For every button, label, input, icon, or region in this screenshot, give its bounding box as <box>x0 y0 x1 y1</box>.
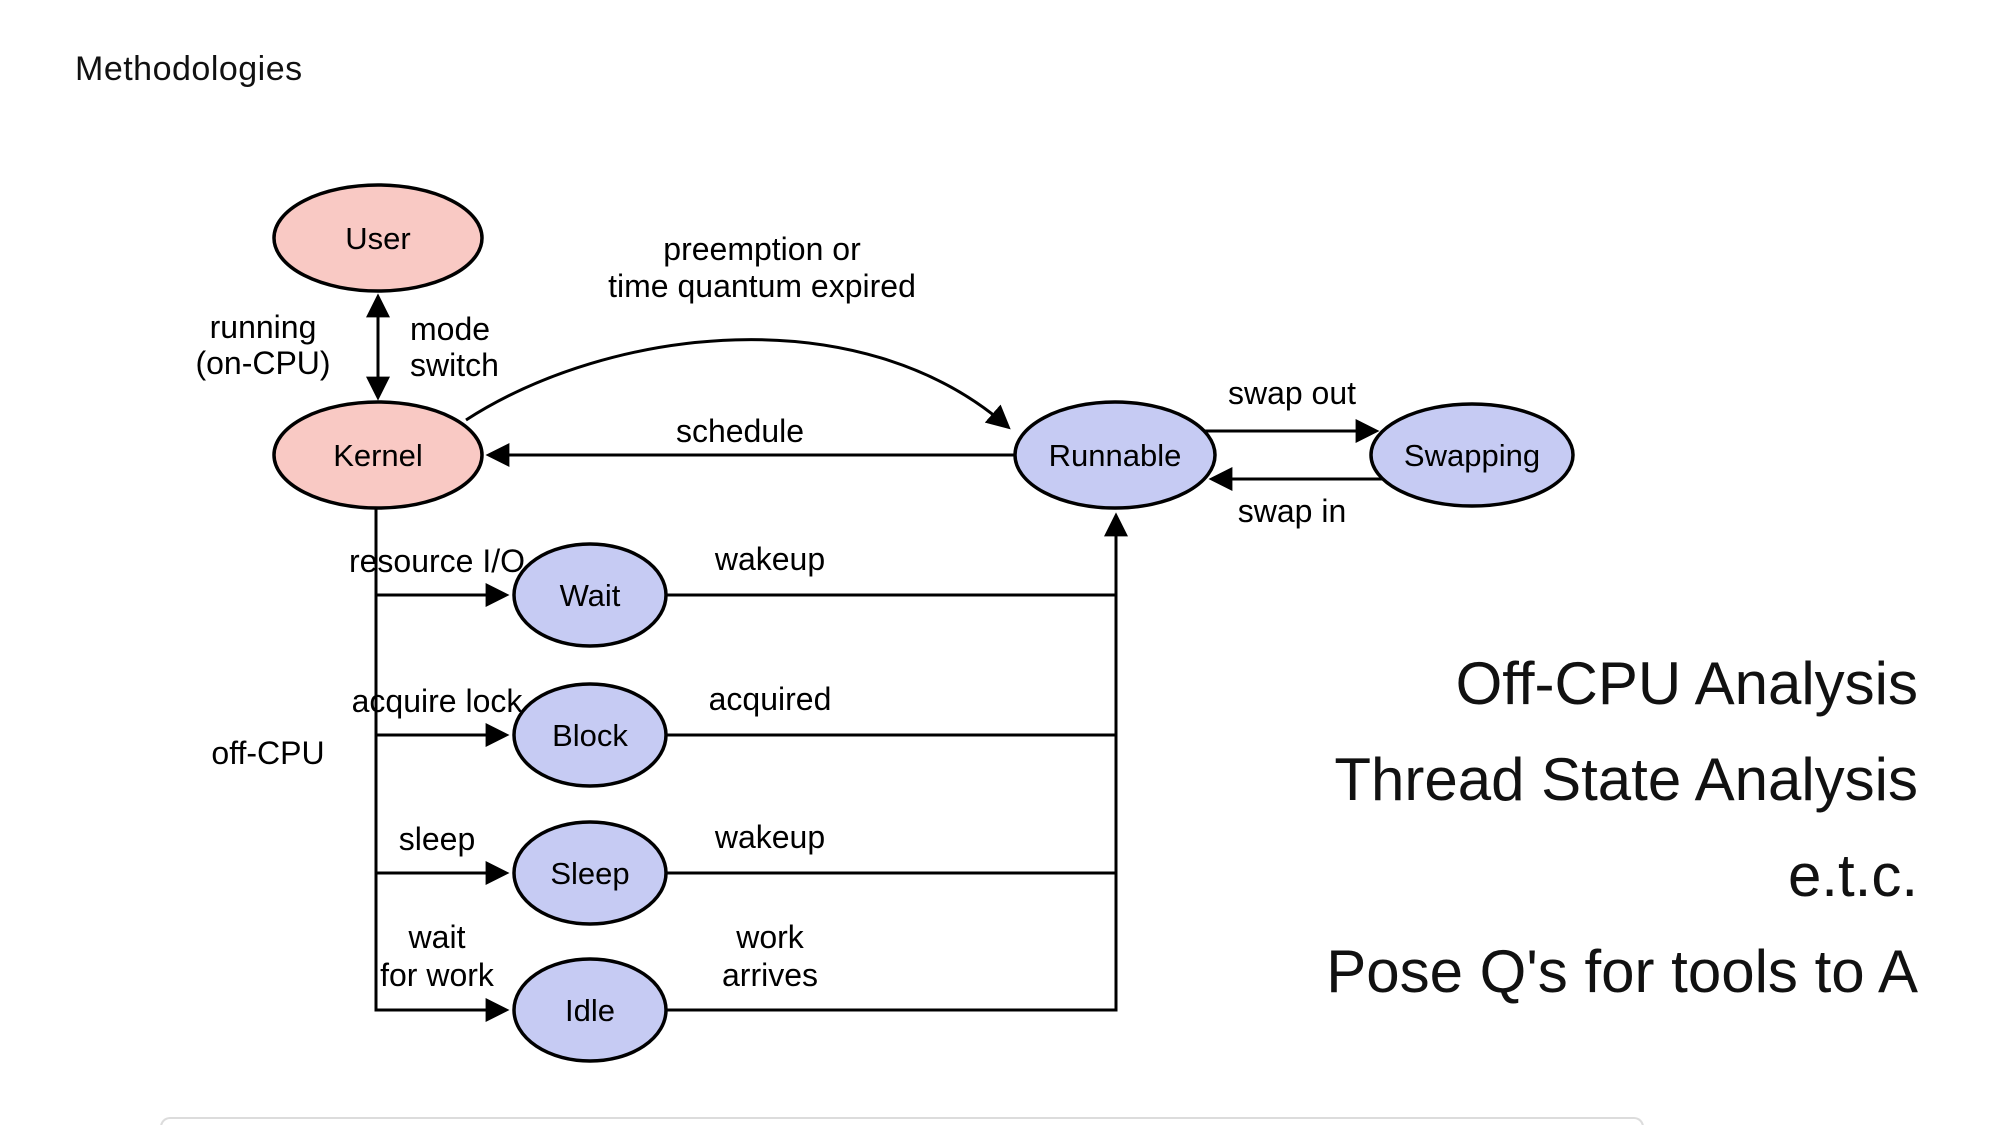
label-acquire-lock: acquire lock <box>352 683 524 719</box>
edge-preemption <box>465 338 1011 430</box>
node-user-label: User <box>345 221 410 256</box>
node-wait-label: Wait <box>560 578 621 613</box>
edge-off-cpu-trunk <box>374 508 510 1022</box>
node-runnable-label: Runnable <box>1049 438 1182 473</box>
node-block-label: Block <box>552 718 628 753</box>
annotation-line: Pose Q's for tools to A <box>1326 938 1918 1005</box>
label-acquired: acquired <box>709 681 832 717</box>
slide-title: Methodologies <box>75 50 303 88</box>
node-kernel-shape <box>272 400 484 510</box>
label-running-line1: running <box>210 309 317 345</box>
label-mode-switch-line2: switch <box>410 347 499 383</box>
node-swapping: Swapping <box>1369 402 1575 508</box>
edge-labels: running (on-CPU) mode switch preemption … <box>195 231 1356 993</box>
label-swap-in: swap in <box>1238 493 1347 529</box>
node-runnable-shape <box>1013 400 1217 510</box>
node-block: Block <box>512 682 668 788</box>
node-wait-shape <box>512 542 668 648</box>
label-preemption-line2: time quantum expired <box>608 268 916 304</box>
label-schedule: schedule <box>676 413 804 449</box>
label-wakeup-sleep: wakeup <box>714 819 825 855</box>
annotation-line: Off-CPU Analysis <box>1455 650 1918 717</box>
node-swapping-shape <box>1369 402 1575 508</box>
node-idle-shape <box>512 957 668 1063</box>
label-work-arrives-line2: arrives <box>722 957 818 993</box>
label-running-line2: (on-CPU) <box>195 345 330 381</box>
label-wakeup-wait: wakeup <box>714 541 825 577</box>
node-swapping-label: Swapping <box>1404 438 1540 473</box>
node-sleep: Sleep <box>512 820 668 926</box>
node-user-shape <box>272 183 484 293</box>
next-slide-top-edge <box>160 1117 1644 1125</box>
label-work-arrives-line1: work <box>735 919 805 955</box>
node-idle: Idle <box>512 957 668 1063</box>
label-mode-switch-line1: mode <box>410 311 490 347</box>
node-sleep-label: Sleep <box>550 856 629 891</box>
edge-work-arrives-trunk <box>666 512 1128 1012</box>
label-preemption-line1: preemption or <box>663 231 861 267</box>
label-off-cpu: off-CPU <box>211 735 324 771</box>
node-kernel: Kernel <box>272 400 484 510</box>
label-swap-out: swap out <box>1228 375 1356 411</box>
annotation-line: Thread State Analysis <box>1334 746 1918 813</box>
node-idle-label: Idle <box>565 993 615 1028</box>
node-block-shape <box>512 682 668 788</box>
nodes: User Kernel Runnable Swapping Wait Block <box>272 183 1575 1063</box>
label-resource-io: resource I/O <box>349 543 525 579</box>
label-wait-for-work-line2: for work <box>380 957 495 993</box>
annotation-text: Off-CPU Analysis Thread State Analysis e… <box>1326 636 1918 1020</box>
label-sleep-action: sleep <box>399 821 476 857</box>
node-runnable: Runnable <box>1013 400 1217 510</box>
node-kernel-label: Kernel <box>333 438 423 473</box>
label-wait-for-work-line1: wait <box>408 919 466 955</box>
node-wait: Wait <box>512 542 668 648</box>
edges <box>366 293 1385 1022</box>
annotation-line: e.t.c. <box>1787 842 1918 909</box>
node-sleep-shape <box>512 820 668 926</box>
node-user: User <box>272 183 484 293</box>
